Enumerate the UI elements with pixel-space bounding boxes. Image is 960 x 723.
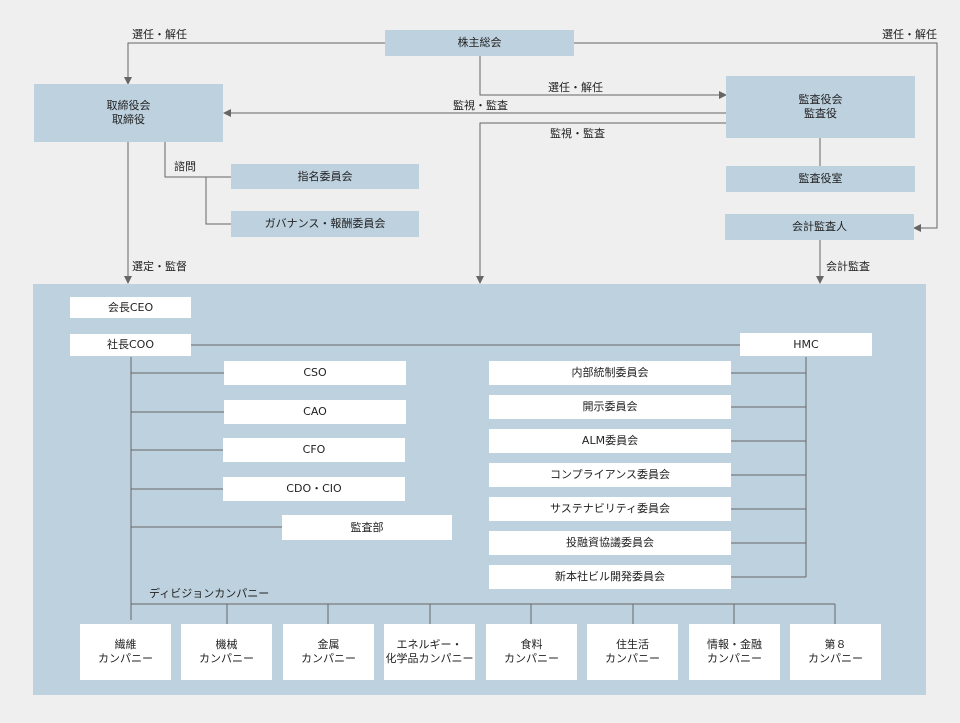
company-name: 食料 xyxy=(520,638,543,651)
committee-box: 新本社ビル開発委員会 xyxy=(489,565,731,589)
company-suffix: カンパニー xyxy=(301,652,356,665)
company-name: 金属 xyxy=(317,638,340,651)
president-coo-box: 社長COO xyxy=(70,334,191,356)
officer-label: CSO xyxy=(303,366,327,379)
company-suffix: 化学品カンパニー xyxy=(385,652,474,665)
line-shareholders-to-auditors xyxy=(479,56,727,99)
company-suffix: カンパニー xyxy=(605,652,660,665)
company-box: 第８ カンパニー xyxy=(790,624,881,680)
accounting-auditor-box: 会計監査人 xyxy=(725,214,914,240)
line-consult-2 xyxy=(205,177,231,225)
monitor-audit-label-execution: 監視・監査 xyxy=(550,127,605,140)
president-coo-label: 社長COO xyxy=(107,338,154,351)
auditor-office-box: 監査役室 xyxy=(726,166,915,192)
nomination-committee-label: 指名委員会 xyxy=(297,169,353,183)
officer-label: CAO xyxy=(303,405,327,418)
line-shareholders-to-board xyxy=(124,42,385,85)
officer-box: CFO xyxy=(223,438,405,462)
committee-box: コンプライアンス委員会 xyxy=(489,463,731,487)
appoint-supervise-label: 選定・監督 xyxy=(132,260,187,273)
auditors-box: 監査役会 監査役 xyxy=(726,76,915,138)
committee-box: 内部統制委員会 xyxy=(489,361,731,385)
monitor-audit-label-board: 監視・監査 xyxy=(453,99,508,112)
officer-label: CDO・CIO xyxy=(286,482,342,495)
board-box: 取締役会 取締役 xyxy=(34,84,223,142)
company-box: 食料 カンパニー xyxy=(486,624,577,680)
company-name: 住生活 xyxy=(616,638,649,651)
board-label-line1: 取締役会 xyxy=(106,99,151,112)
officer-box: CDO・CIO xyxy=(223,477,405,501)
committee-label: コンプライアンス委員会 xyxy=(549,468,670,481)
company-box: 金属 カンパニー xyxy=(283,624,374,680)
officer-box: CAO xyxy=(224,400,406,424)
company-name: エネルギー・ xyxy=(396,638,463,651)
hmc-label: HMC xyxy=(793,337,819,351)
chairman-ceo-box: 会長CEO xyxy=(70,297,191,318)
company-box: エネルギー・ 化学品カンパニー xyxy=(384,624,475,680)
accounting-auditor-label: 会計監査人 xyxy=(792,220,847,233)
committee-label: 内部統制委員会 xyxy=(571,366,649,379)
committee-box: 開示委員会 xyxy=(489,395,731,419)
auditor-office-label: 監査役室 xyxy=(798,172,843,185)
committee-box: 投融資協議委員会 xyxy=(489,531,731,555)
accounting-audit-label: 会計監査 xyxy=(826,260,870,273)
committee-label: 投融資協議委員会 xyxy=(566,536,654,549)
company-name: 第８ xyxy=(824,638,847,651)
company-box: 機械 カンパニー xyxy=(181,624,272,680)
company-suffix: カンパニー xyxy=(199,652,254,665)
officer-box: CSO xyxy=(224,361,406,385)
line-consult xyxy=(164,142,231,178)
consult-label: 諮問 xyxy=(174,160,196,173)
company-box: 住生活 カンパニー xyxy=(587,624,678,680)
audit-dept-label: 監査部 xyxy=(350,520,384,534)
committee-box: サステナビリティ委員会 xyxy=(489,497,731,521)
line-auditors-to-execution xyxy=(476,122,726,284)
company-name: 機械 xyxy=(215,638,238,651)
company-name: 情報・金融 xyxy=(707,638,762,651)
board-label-line2: 取締役 xyxy=(112,113,145,126)
shareholders-meeting-box: 株主総会 xyxy=(385,30,574,56)
audit-dept-box: 監査部 xyxy=(282,515,452,540)
committee-label: 新本社ビル開発委員会 xyxy=(555,570,665,583)
officer-label: CFO xyxy=(302,443,326,456)
company-box: 情報・金融 カンパニー xyxy=(689,624,780,680)
governance-committee-box: ガバナンス・報酬委員会 xyxy=(231,211,419,237)
committee-label: 開示委員会 xyxy=(582,400,638,413)
company-suffix: カンパニー xyxy=(808,652,863,665)
company-suffix: カンパニー xyxy=(504,652,559,665)
governance-committee-label: ガバナンス・報酬委員会 xyxy=(264,217,386,230)
chairman-ceo-label: 会長CEO xyxy=(107,300,154,314)
company-box: 繊維 カンパニー xyxy=(80,624,171,680)
divisions-label: ディビジョンカンパニー xyxy=(149,587,270,600)
company-suffix: カンパニー xyxy=(98,652,153,665)
nomination-committee-box: 指名委員会 xyxy=(231,164,419,189)
appoint-dismiss-label-left: 選任・解任 xyxy=(132,28,187,41)
auditors-label-line1: 監査役会 xyxy=(798,93,843,106)
company-name: 繊維 xyxy=(114,638,137,651)
line-shareholders-to-accounting-auditor xyxy=(574,42,938,232)
hmc-box: HMC xyxy=(740,333,872,356)
committee-label: ALM委員会 xyxy=(581,434,639,447)
company-suffix: カンパニー xyxy=(707,652,762,665)
auditors-label-line2: 監査役 xyxy=(804,107,837,120)
shareholders-meeting-label: 株主総会 xyxy=(457,36,502,49)
appoint-dismiss-label-mid: 選任・解任 xyxy=(548,81,603,94)
committee-box: ALM委員会 xyxy=(489,429,731,453)
committee-label: サステナビリティ委員会 xyxy=(549,502,671,515)
appoint-dismiss-label-right: 選任・解任 xyxy=(882,28,937,41)
